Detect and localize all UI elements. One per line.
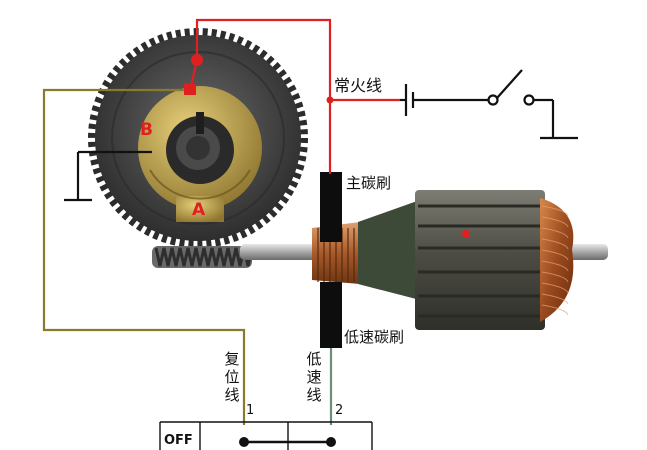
switch-circuit <box>400 69 578 140</box>
live-wire-label: 常火线 <box>334 76 383 95</box>
contact-b-label: B <box>140 120 153 140</box>
reset-wire <box>42 88 246 425</box>
armature <box>240 190 608 330</box>
terminal-2-label: 2 <box>335 403 344 418</box>
terminal-1-label: 1 <box>246 403 255 418</box>
low-speed-wire-label: 低速线 <box>306 350 322 404</box>
main-brush-label: 主碳刷 <box>346 174 392 192</box>
low-speed-carbon-brush <box>320 282 342 348</box>
contact-a-label: A <box>192 200 206 220</box>
switch-off-label: OFF <box>164 433 193 448</box>
combination-switch-box <box>159 421 373 450</box>
low-speed-brush-label: 低速碳刷 <box>344 328 405 346</box>
ground-symbol <box>64 150 152 202</box>
reset-wire-label: 复位线 <box>224 350 240 404</box>
worm-screw <box>152 246 254 268</box>
main-carbon-brush <box>320 172 342 242</box>
off-contact-bridge <box>239 437 336 447</box>
gear-hub <box>166 112 234 184</box>
